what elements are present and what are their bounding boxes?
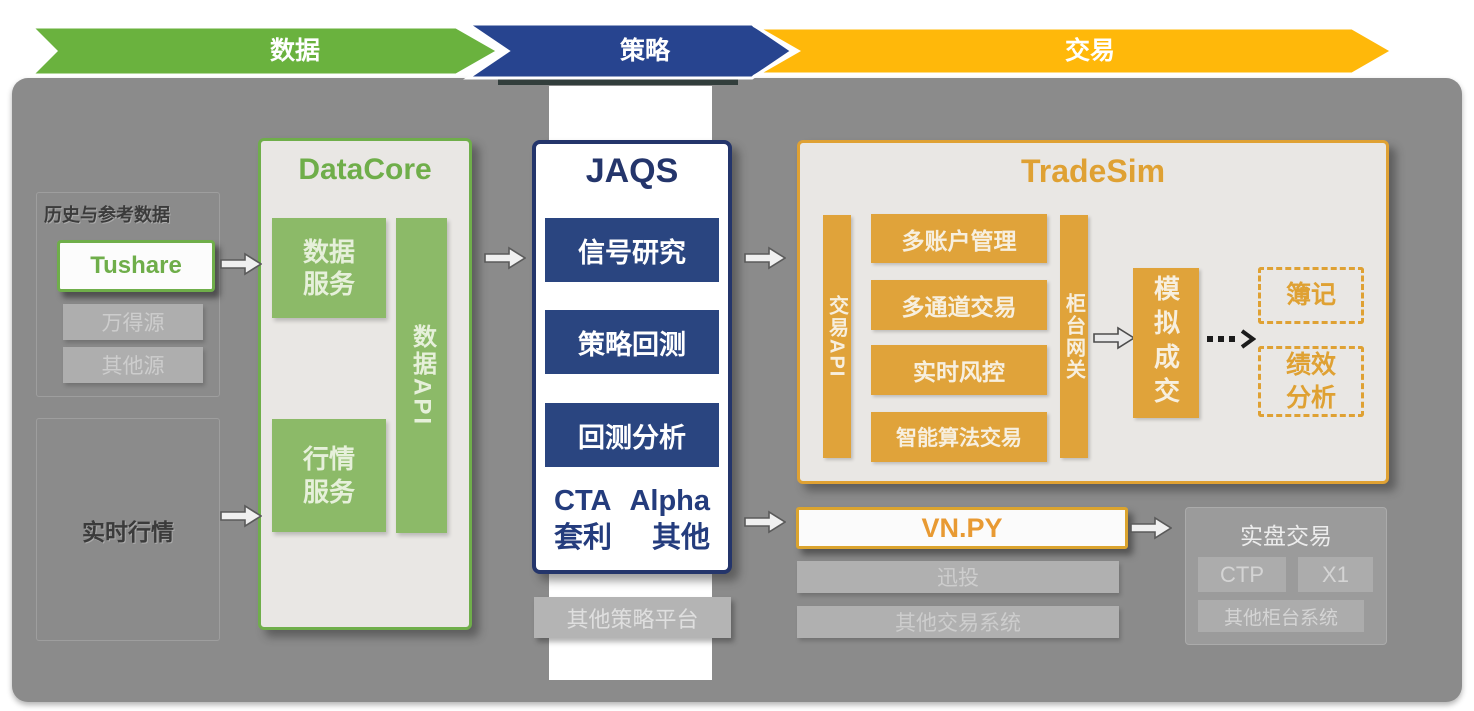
sim-to-report-dashed-arrow-icon bbox=[1207, 329, 1256, 349]
banner-label-strategy: 策略 bbox=[619, 37, 670, 65]
history-data-title: 历史与参考数据 bbox=[44, 205, 170, 225]
tag-cta: CTA bbox=[554, 485, 612, 517]
multi-channel-box: 多通道交易 bbox=[871, 280, 1047, 330]
strategy-tags: CTA Alpha 套利 其他 bbox=[540, 483, 724, 557]
bookkeeping-box: 簿记 bbox=[1258, 267, 1364, 324]
other-trading-system-box: 其他交易系统 bbox=[797, 606, 1119, 638]
jaqs-box: JAQS 信号研究 策略回测 回测分析 CTA Alpha 套利 其他 bbox=[532, 140, 732, 574]
realtime-to-datacore-arrow-icon bbox=[220, 504, 262, 528]
jaqs-title: JAQS bbox=[585, 152, 679, 190]
history-data-group: 历史与参考数据 Tushare 万得源 其他源 bbox=[36, 192, 220, 397]
backtest-analysis-box: 回测分析 bbox=[545, 403, 719, 467]
strategy-backtest-box: 策略回测 bbox=[545, 310, 719, 374]
data-api-bar: 数据API bbox=[396, 218, 447, 533]
x1-box: X1 bbox=[1298, 557, 1373, 592]
chevron-strategy bbox=[463, 22, 795, 80]
lead-chevron-icon bbox=[12, 27, 58, 75]
tradesim-box: TradeSim 交易API 多账户管理 多通道交易 实时风控 智能算法交易 柜… bbox=[797, 140, 1389, 484]
data-service-box: 数据 服务 bbox=[272, 218, 386, 318]
ctp-box: CTP bbox=[1198, 557, 1286, 592]
live-trading-title: 实盘交易 bbox=[1240, 523, 1332, 549]
other-source-box: 其他源 bbox=[63, 347, 203, 383]
realtime-quotes-label: 实时行情 bbox=[82, 518, 174, 545]
tradesim-title: TradeSim bbox=[1020, 153, 1166, 189]
multi-account-box: 多账户管理 bbox=[871, 214, 1047, 263]
strategy-tags-row1: CTA Alpha bbox=[540, 483, 724, 520]
xuntou-box: 迅投 bbox=[797, 561, 1119, 593]
banner-shadow bbox=[498, 76, 738, 85]
quote-service-box: 行情 服务 bbox=[272, 419, 386, 532]
jaqs-to-vnpy-arrow-icon bbox=[744, 510, 786, 534]
trade-api-bar: 交易API bbox=[823, 215, 851, 458]
other-strategy-platform-box: 其他策略平台 bbox=[534, 597, 731, 638]
strategy-tags-row2: 套利 其他 bbox=[540, 520, 724, 557]
stage-banner bbox=[12, 22, 1396, 85]
datacore-to-jaqs-arrow-icon bbox=[484, 246, 526, 270]
sim-match-box: 模拟成交 bbox=[1133, 268, 1199, 418]
jaqs-to-tradesim-arrow-icon bbox=[744, 246, 786, 270]
performance-analysis-box: 绩效 分析 bbox=[1258, 346, 1364, 417]
realtime-risk-box: 实时风控 bbox=[871, 345, 1047, 395]
tag-other: 其他 bbox=[651, 522, 710, 554]
history-to-datacore-arrow-icon bbox=[220, 252, 262, 276]
vnpy-box: VN.PY bbox=[796, 507, 1128, 549]
gateway-to-sim-arrow-icon bbox=[1093, 326, 1136, 350]
tushare-box: Tushare bbox=[57, 240, 215, 292]
tag-arbitrage: 套利 bbox=[554, 522, 613, 554]
live-trading-group: 实盘交易 CTP X1 其他柜台系统 bbox=[1185, 507, 1387, 645]
banner-label-data: 数据 bbox=[269, 37, 320, 65]
vnpy-to-live-arrow-icon bbox=[1130, 516, 1172, 540]
realtime-quotes-group: 实时行情 bbox=[36, 418, 220, 641]
wind-source-box: 万得源 bbox=[63, 304, 203, 340]
datacore-box: DataCore 数据 服务 行情 服务 数据API bbox=[258, 138, 472, 630]
other-counter-system-box: 其他柜台系统 bbox=[1198, 600, 1364, 632]
algo-trading-box: 智能算法交易 bbox=[871, 412, 1047, 462]
chevron-trade bbox=[752, 26, 1396, 76]
counter-gateway-bar: 柜台网关 bbox=[1060, 215, 1088, 458]
signal-research-box: 信号研究 bbox=[545, 218, 719, 282]
tag-alpha: Alpha bbox=[629, 485, 710, 517]
datacore-title: DataCore bbox=[298, 153, 432, 186]
banner-label-trade: 交易 bbox=[1064, 37, 1115, 65]
